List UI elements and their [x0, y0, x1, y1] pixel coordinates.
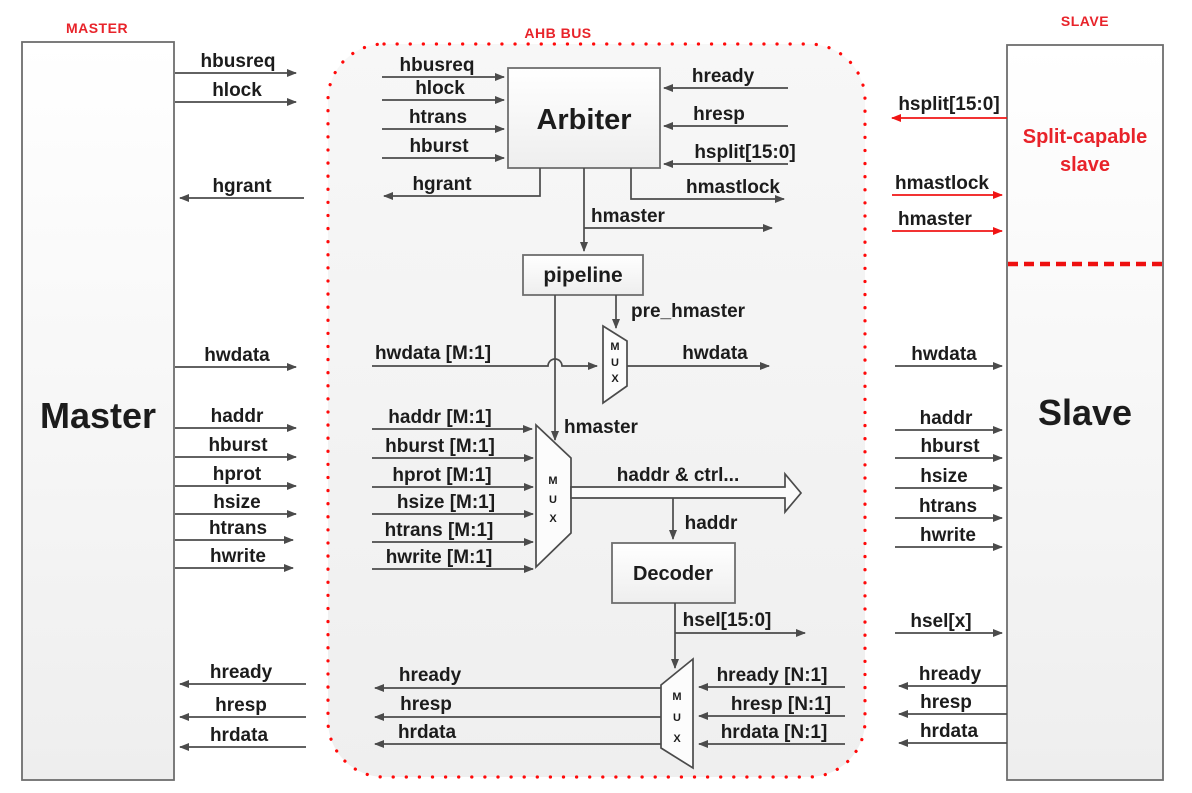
label-slave-hsize: hsize	[920, 466, 968, 487]
read-mux-letter-x: X	[673, 733, 681, 745]
pipeline-title: pipeline	[543, 264, 622, 287]
read-mux-letter-u: U	[673, 712, 681, 724]
label-master-hwdata: hwdata	[204, 345, 270, 366]
wire-arbiter-hmastlock	[630, 168, 785, 203]
decoder-block	[611, 542, 736, 604]
master-header: MASTER	[66, 20, 128, 36]
label-master-hprot: hprot	[213, 464, 262, 485]
label-bus-hmaster: hmaster	[591, 206, 666, 227]
label-bus-hbusreq: hbusreq	[400, 55, 475, 76]
ahb-bus-header: AHB BUS	[524, 25, 591, 41]
wdata-mux	[602, 324, 628, 405]
split-capable-label-line1: Split-capable	[1023, 126, 1147, 148]
label-hprot-m1: hprot [M:1]	[392, 465, 491, 486]
read-mux	[660, 657, 694, 770]
read-mux-letter-m: M	[672, 691, 681, 703]
slave-bus-wires	[891, 114, 1007, 747]
label-bus-hresp: hresp	[693, 104, 745, 125]
label-master-hready: hready	[210, 662, 273, 683]
arbiter-title: Arbiter	[536, 104, 631, 136]
label-haddr-m1: haddr [M:1]	[388, 407, 491, 428]
slave-title: Slave	[1038, 392, 1132, 433]
label-master-hburst: hburst	[208, 435, 268, 456]
label-bus-hresp-out: hresp	[400, 694, 452, 715]
label-master-hrdata: hrdata	[210, 725, 269, 746]
haddr-ctrl-bus-arrow	[570, 471, 803, 515]
label-master-hgrant: hgrant	[212, 176, 272, 197]
addr-mux-letter-x: X	[549, 513, 557, 525]
wdata-mux-letter-u: U	[611, 357, 619, 369]
label-master-hresp: hresp	[215, 695, 267, 716]
master-block	[21, 41, 175, 781]
label-bus-hsplit: hsplit[15:0]	[694, 142, 795, 163]
label-haddr-ctrl: haddr & ctrl...	[617, 465, 739, 486]
label-slave-hsel-x: hsel[x]	[910, 611, 971, 632]
label-haddr-to-decoder: haddr	[685, 513, 738, 534]
label-bus-hburst: hburst	[409, 136, 469, 157]
label-hburst-m1: hburst [M:1]	[385, 436, 495, 457]
label-master-hsize: hsize	[213, 492, 261, 513]
arbiter-block	[507, 67, 661, 169]
label-master-hbusreq: hbusreq	[201, 51, 276, 72]
label-slave-haddr: haddr	[920, 408, 973, 429]
label-bus-hready: hready	[692, 66, 755, 87]
label-slave-hwrite: hwrite	[920, 525, 976, 546]
addr-mux	[535, 423, 572, 570]
label-slave-hburst: hburst	[920, 436, 980, 457]
label-slave-hmaster: hmaster	[898, 209, 973, 230]
label-hready-n1: hready [N:1]	[717, 665, 828, 686]
label-slave-htrans: htrans	[919, 496, 977, 517]
master-bus-wires	[175, 69, 306, 751]
label-master-htrans: htrans	[209, 518, 267, 539]
label-hwrite-m1: hwrite [M:1]	[386, 547, 493, 568]
label-master-hwrite: hwrite	[210, 546, 266, 567]
decoder-title: Decoder	[633, 563, 713, 585]
addr-mux-letter-u: U	[549, 494, 557, 506]
label-master-hlock: hlock	[212, 80, 262, 101]
label-hrdata-n1: hrdata [N:1]	[721, 722, 828, 743]
arbiter-wires	[382, 73, 788, 252]
wire-hwdata-m1	[372, 358, 598, 370]
label-pre-hmaster: pre_hmaster	[631, 301, 746, 322]
label-hsize-m1: hsize [M:1]	[397, 492, 495, 513]
wdata-mux-letter-m: M	[610, 341, 619, 353]
wdata-mux-letter-x: X	[611, 373, 619, 385]
read-mux-wires	[374, 683, 845, 748]
label-slave-hmastlock: hmastlock	[895, 173, 989, 194]
label-slave-hrdata: hrdata	[920, 721, 979, 742]
slave-block	[1006, 44, 1164, 781]
label-hwdata-m1: hwdata [M:1]	[375, 343, 491, 364]
label-slave-hready: hready	[919, 664, 982, 685]
label-bus-hrdata-out: hrdata	[398, 722, 457, 743]
label-bus-hlock: hlock	[415, 78, 465, 99]
label-hsel-15-0: hsel[15:0]	[683, 610, 772, 631]
slave-header: SLAVE	[1061, 13, 1109, 29]
pipeline-block	[522, 254, 644, 296]
addr-mux-input-wires	[372, 425, 534, 573]
label-master-haddr: haddr	[211, 406, 264, 427]
split-capable-label-line2: slave	[1060, 154, 1110, 176]
label-bus-htrans: htrans	[409, 107, 467, 128]
master-title: Master	[40, 395, 156, 436]
addr-mux-letter-m: M	[548, 475, 557, 487]
label-slave-hresp: hresp	[920, 692, 972, 713]
wire-arbiter-hgrant	[383, 168, 541, 200]
label-htrans-m1: htrans [M:1]	[385, 520, 494, 541]
label-select-hmaster: hmaster	[564, 417, 639, 438]
label-hwdata-out: hwdata	[682, 343, 748, 364]
label-bus-hready-out: hready	[399, 665, 462, 686]
label-bus-hmastlock: hmastlock	[686, 177, 780, 198]
label-bus-hgrant: hgrant	[412, 174, 472, 195]
label-hresp-n1: hresp [N:1]	[731, 694, 831, 715]
label-slave-hwdata: hwdata	[911, 344, 977, 365]
label-slave-hsplit: hsplit[15:0]	[898, 94, 999, 115]
